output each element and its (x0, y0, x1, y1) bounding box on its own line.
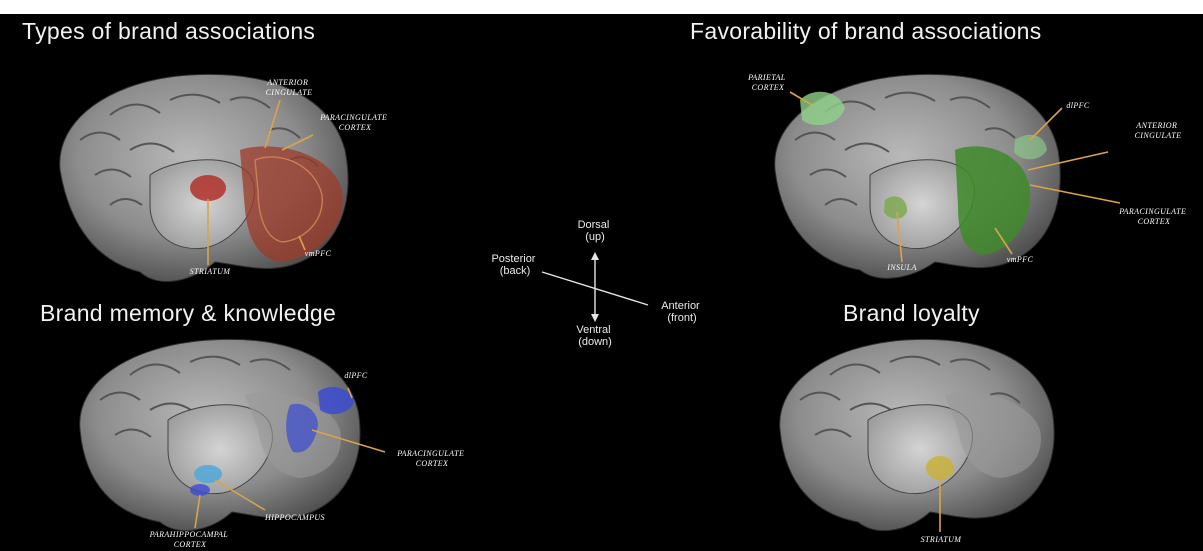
favorability-brain (774, 73, 1061, 279)
favorability-anterior-cingulate-label: ANTERIOR CINGULATE (1135, 121, 1182, 140)
favorability-acc-region (955, 146, 1031, 255)
orientation-compass (541, 252, 649, 322)
types-vmpfc-label: vmPFC (305, 249, 332, 258)
favorability-parietal-label: PARIETAL CORTEX (747, 73, 788, 92)
loyalty-panel-title: Brand loyalty (843, 300, 980, 326)
memory-leaders (194, 387, 386, 529)
types-paracingulate-region (240, 146, 343, 262)
posterior-label: Posterior (back) (491, 253, 538, 277)
memory-brain (79, 338, 361, 532)
memory-panel-title: Brand memory & knowledge (40, 300, 337, 326)
memory-parahippocampal-label: PARAHIPPOCAMPAL CORTEX (149, 530, 231, 549)
favorability-leaders (789, 91, 1121, 263)
memory-paracingulate-region (286, 403, 318, 453)
types-panel-title: Types of brand associations (22, 18, 316, 44)
types-striatum-label: STRIATUM (190, 267, 232, 276)
favorability-insula-label: INSULA (886, 263, 917, 272)
favorability-paracingulate-label: PARACINGULATE CORTEX (1118, 207, 1188, 226)
favorability-parietal-region (800, 91, 845, 126)
types-paracingulate-label: PARACINGULATE CORTEX (319, 113, 389, 132)
types-striatum-region (190, 175, 226, 201)
memory-dlpfc-label: dlPFC (344, 371, 368, 380)
memory-dlpfc-region (318, 387, 354, 415)
dorsal-label: Dorsal (up) (578, 219, 613, 243)
ventral-label: Ventral (down) (576, 324, 613, 348)
favorability-dlpfc-label: dlPFC (1066, 101, 1090, 110)
favorability-vmpfc-label: vmPFC (1007, 255, 1034, 264)
memory-hippocampus-label: HIPPOCAMPUS (264, 513, 325, 522)
favorability-panel-title: Favorability of brand associations (690, 18, 1042, 44)
loyalty-striatum-region (926, 456, 954, 480)
loyalty-brain (779, 338, 1055, 532)
types-leaders (207, 99, 314, 265)
favorability-dlpfc-region (1014, 134, 1047, 160)
types-brain (59, 73, 349, 282)
memory-paracingulate-label: PARACINGULATE CORTEX (396, 449, 466, 468)
types-anterior-cingulate-label: ANTERIOR CINGULATE (266, 78, 313, 97)
anterior-label: Anterior (front) (661, 300, 703, 324)
memory-parahippocampal-region (190, 484, 210, 496)
loyalty-striatum-label: STRIATUM (921, 535, 963, 544)
memory-hippocampus-region (194, 465, 222, 483)
favorability-insula-region (884, 196, 908, 219)
